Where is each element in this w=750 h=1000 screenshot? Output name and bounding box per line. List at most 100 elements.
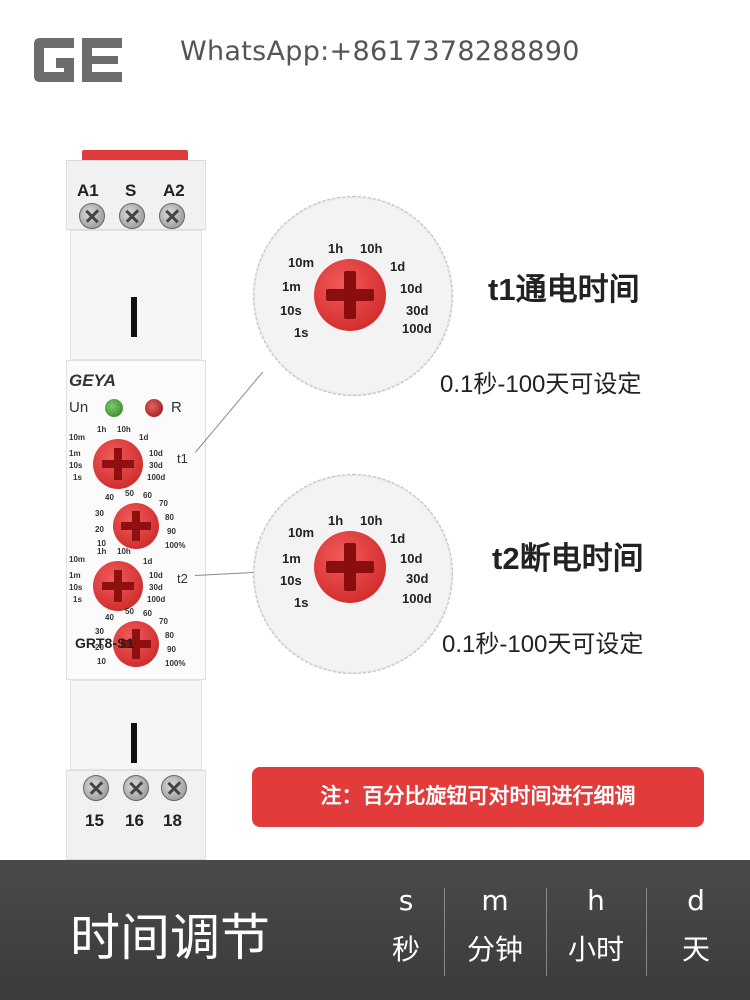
t2-zoomed-knob: [314, 531, 386, 603]
zoom-scale-label: 10m: [288, 525, 315, 540]
unit-name: 分钟: [466, 933, 523, 966]
housing-slot: [131, 723, 137, 763]
t2-zoom-circle: 10m 1h 10h 1d 1m 10d 10s 30d 1s 100d: [253, 474, 453, 674]
red-cap: [82, 150, 188, 162]
unit-days: d 天: [646, 884, 746, 968]
zoom-scale-label: 10d: [400, 281, 423, 296]
t2-subtitle: 0.1秒-100天可设定: [442, 631, 644, 658]
unit-name: 小时: [567, 933, 624, 966]
zoom-scale-label: 1d: [390, 531, 406, 546]
screw-terminal: [79, 203, 105, 229]
scale-label: 90: [167, 527, 176, 536]
t2-title: t2断电时间: [492, 541, 644, 576]
screw-terminal: [83, 775, 109, 801]
t1-range-knob[interactable]: [93, 439, 143, 489]
zoom-scale-label: 1h: [328, 241, 344, 256]
zoom-scale-label: 10m: [288, 255, 315, 270]
scale-label: 10: [97, 657, 106, 666]
scale-label: 10m: [69, 433, 86, 442]
brand-label: GEYA: [69, 371, 116, 390]
scale-label: 20: [95, 525, 104, 534]
scale-label: 50: [125, 489, 134, 498]
terminal-label-a1: A1: [77, 181, 99, 200]
scale-label: 50: [125, 607, 134, 616]
unit-abbr: s: [398, 884, 414, 917]
scale-label: 10h: [117, 425, 131, 434]
scale-label: 40: [105, 493, 114, 502]
zoom-scale-label: 30d: [406, 571, 429, 586]
scale-label: 1d: [139, 433, 149, 442]
terminal-label-a2: A2: [163, 181, 185, 200]
scale-label: 1s: [73, 595, 82, 604]
scale-label: 10s: [69, 461, 83, 470]
zoom-scale-label: 30d: [406, 303, 429, 318]
t1-percent-knob[interactable]: [113, 503, 159, 549]
t2-percent-knob[interactable]: [113, 621, 159, 667]
zoom-scale-label: 1m: [282, 551, 301, 566]
unit-minutes: m 分钟: [445, 884, 545, 968]
scale-label: 80: [165, 631, 174, 640]
unit-divider: [444, 888, 445, 976]
unit-abbr: d: [687, 884, 705, 917]
led-r-label: R: [171, 399, 182, 416]
scale-label: 1h: [97, 547, 107, 556]
model-label: GRT8-S1: [75, 635, 135, 651]
terminal-label-16: 16: [125, 811, 144, 830]
unit-abbr: m: [481, 884, 509, 917]
scale-label: 10h: [117, 547, 131, 556]
zoom-scale-label: 100d: [402, 321, 432, 336]
ge-logo: [34, 38, 122, 82]
relay-led: [145, 399, 163, 417]
scale-label: 100%: [165, 541, 186, 550]
scale-label: 60: [143, 491, 152, 500]
front-panel: GEYA Un R 10m 1h 10h 1d 10d 30d 100d 1m …: [66, 360, 206, 680]
scale-label: 1h: [97, 425, 107, 434]
t2-range-knob[interactable]: [93, 561, 143, 611]
zoom-scale-label: 10h: [360, 513, 383, 528]
zoom-scale-label: 10s: [280, 573, 302, 588]
t2-label: t2: [177, 571, 188, 586]
note-banner: 注：百分比旋钮可对时间进行细调: [252, 767, 704, 827]
screw-terminal: [159, 203, 185, 229]
zoom-scale-label: 1s: [294, 325, 309, 340]
led-un-label: Un: [69, 399, 89, 416]
zoom-scale-label: 1d: [390, 259, 406, 274]
scale-label: 10m: [69, 555, 86, 564]
unit-divider: [546, 888, 547, 976]
housing-slot: [131, 297, 137, 337]
top-terminal-block: A1 S A2: [66, 160, 206, 230]
scale-label: 40: [105, 613, 114, 622]
time-units-bar: 时间调节 s 秒 m 分钟 h 小时 d 天: [0, 860, 750, 1000]
zoom-scale-label: 10d: [400, 551, 423, 566]
bottom-terminal-block: 15 16 18: [66, 770, 206, 860]
unit-name: 天: [681, 933, 710, 966]
unit-hours: h 小时: [546, 884, 646, 968]
terminal-label-15: 15: [85, 811, 104, 830]
scale-label: 100d: [147, 595, 166, 604]
t1-zoomed-knob: [314, 259, 386, 331]
zoom-scale-label: 1m: [282, 279, 301, 294]
timer-relay-device: A1 S A2 GEYA Un R 10m 1h 10h 1d 10d 30d …: [66, 150, 206, 860]
terminal-label-18: 18: [163, 811, 182, 830]
t1-zoom-circle: 10m 1h 10h 1d 1m 10d 10s 30d 1s 100d: [253, 196, 453, 396]
scale-label: 10: [97, 539, 106, 548]
scale-label: 70: [159, 617, 168, 626]
scale-label: 20: [95, 643, 104, 652]
scale-label: 90: [167, 645, 176, 654]
screw-terminal: [161, 775, 187, 801]
zoom-scale-label: 10s: [280, 303, 302, 318]
scale-label: 30: [95, 627, 104, 636]
whatsapp-contact: WhatsApp:+8617378288890: [180, 36, 580, 67]
scale-label: 10s: [69, 583, 83, 592]
scale-label: 30d: [149, 461, 163, 470]
screw-terminal: [119, 203, 145, 229]
t1-title: t1通电时间: [488, 272, 640, 307]
scale-label: 10d: [149, 571, 163, 580]
scale-label: 1d: [143, 557, 153, 566]
zoom-scale-label: 1h: [328, 513, 344, 528]
scale-label: 30d: [149, 583, 163, 592]
zoom-scale-label: 1s: [294, 595, 309, 610]
upper-housing: [70, 230, 202, 360]
terminal-label-s: S: [125, 181, 137, 200]
lower-housing: GRT8-S1: [70, 635, 202, 770]
